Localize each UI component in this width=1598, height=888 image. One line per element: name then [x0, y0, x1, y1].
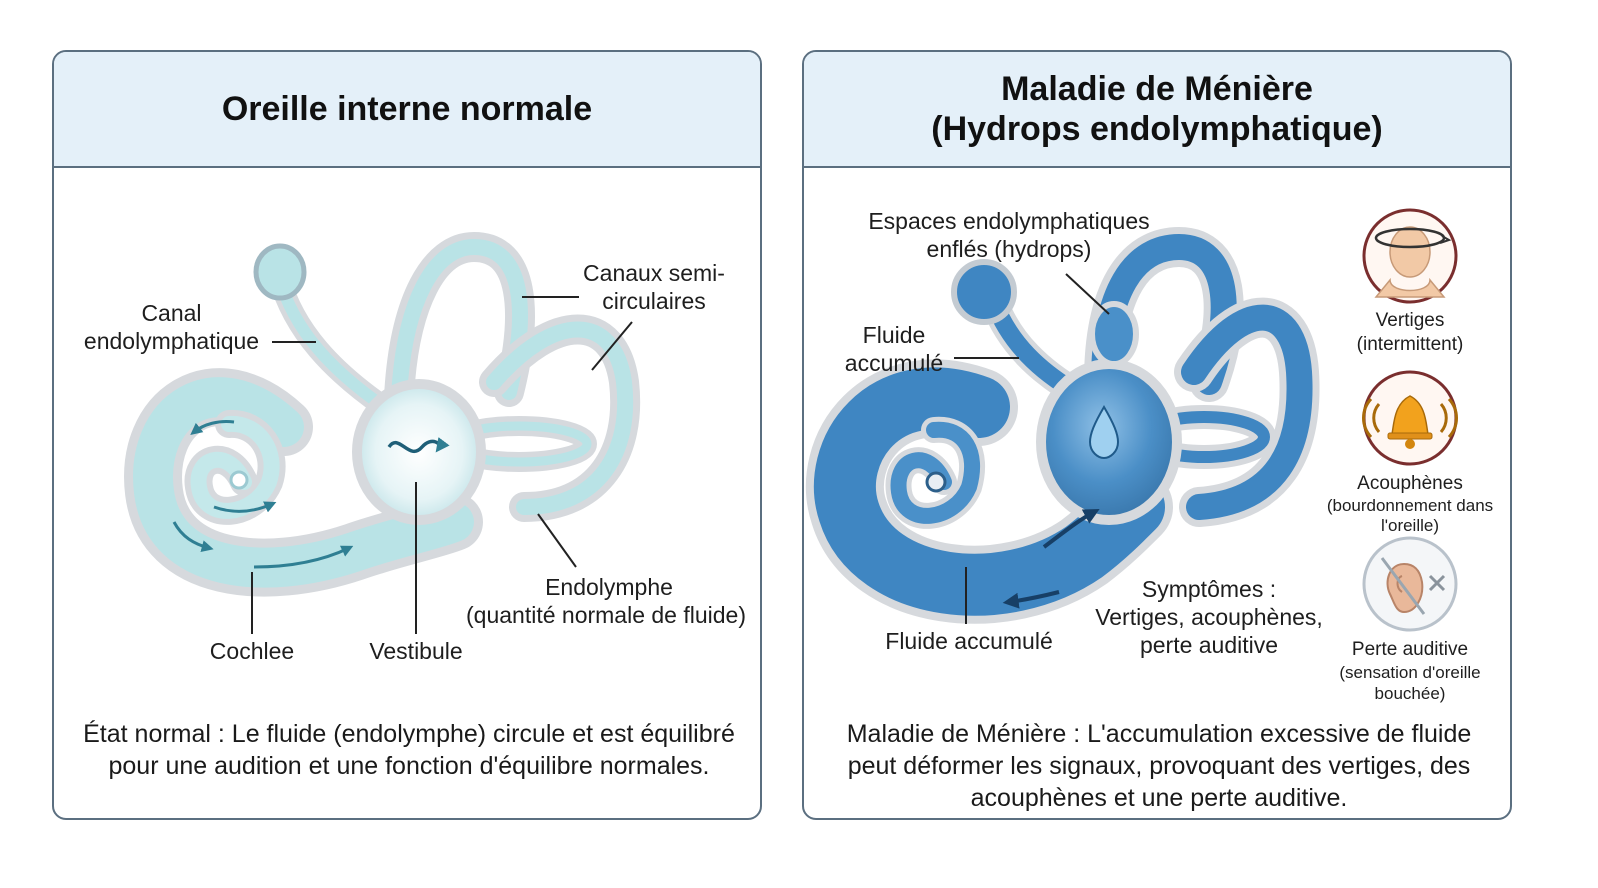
- label-symptomes-1: Symptômes :: [1141, 576, 1277, 602]
- normal-caption-line-1: État normal : Le fluide (endolymphe) cir…: [83, 720, 735, 748]
- normal-inner-ear-illustration: [124, 231, 641, 634]
- normal-ear-panel: Oreille interne normale: [52, 50, 762, 820]
- label-fluide-accumule-1: Fluide: [862, 322, 926, 348]
- label-canal-endolymphatique-2: endolymphatique: [83, 328, 260, 354]
- crossed-ear-icon: [1362, 536, 1458, 632]
- vertigo-head-icon: [1362, 208, 1458, 304]
- symptom-perte-3: bouchée): [1374, 684, 1446, 703]
- symptom-vertiges-1: Vertiges: [1375, 310, 1445, 331]
- label-espaces-2: enflés (hydrops): [926, 236, 1092, 262]
- normal-panel-header: Oreille interne normale: [54, 52, 760, 168]
- ringing-bell-icon: [1362, 370, 1458, 466]
- symptom-perte-2: (sensation d'oreille: [1339, 663, 1481, 682]
- meniere-caption-line-3: acouphènes et une perte auditive.: [970, 784, 1348, 812]
- meniere-caption-line-2: peut déformer les signaux, provoquant de…: [847, 752, 1471, 780]
- label-fluide-accumule-bottom: Fluide accumulé: [885, 628, 1053, 654]
- label-canal-endolymphatique-1: Canal: [141, 300, 202, 326]
- normal-vestibule: [352, 379, 486, 525]
- symptom-perte-1: Perte auditive: [1351, 639, 1469, 660]
- fluid-droplet-icon: [1088, 405, 1120, 460]
- symptom-acouphenes-1: Acouphènes: [1357, 473, 1463, 494]
- meniere-title-line-1: Maladie de Ménière: [1001, 70, 1313, 108]
- hydrops-endolymphatic-sac: [951, 259, 1017, 325]
- hydrops-cochlea-fluid: [814, 367, 1165, 616]
- label-endolymphe-1: Endolymphe: [545, 574, 673, 600]
- label-symptomes-2: Vertiges, acouphènes,: [1095, 604, 1323, 630]
- symptom-acouphenes-2: (bourdonnement dans: [1326, 496, 1494, 515]
- meniere-panel: Maladie de Ménière (Hydrops endolymphati…: [802, 50, 1512, 820]
- meniere-panel-header: Maladie de Ménière (Hydrops endolymphati…: [804, 52, 1510, 168]
- label-canaux-semi-2: circulaires: [602, 288, 706, 314]
- meniere-caption-line-1: Maladie de Ménière : L'accumulation exce…: [846, 720, 1472, 748]
- label-fluide-accumule-2: accumulé: [844, 350, 944, 376]
- symptom-vertiges-2: (intermittent): [1356, 334, 1464, 355]
- hydrops-inner-ear-illustration: [806, 208, 1458, 632]
- label-cochlee: Cochlee: [209, 638, 295, 664]
- meniere-title-line-2: (Hydrops endolymphatique): [931, 110, 1383, 148]
- normal-panel-title: Oreille interne normale: [221, 90, 593, 128]
- normal-caption-line-2: pour une audition et une fonction d'équi…: [108, 752, 710, 780]
- label-endolymphe-2: (quantité normale de fluide): [466, 602, 746, 628]
- label-espaces-1: Espaces endolymphatiques: [868, 208, 1150, 234]
- normal-cochlea-fluid: [133, 377, 474, 588]
- symptom-acouphenes-3: l'oreille): [1380, 516, 1440, 535]
- label-symptomes-3: perte auditive: [1139, 632, 1279, 658]
- label-vestibule: Vestibule: [369, 638, 463, 664]
- normal-endolymphatic-sac: [253, 243, 307, 301]
- label-canaux-semi-1: Canaux semi-: [583, 260, 725, 286]
